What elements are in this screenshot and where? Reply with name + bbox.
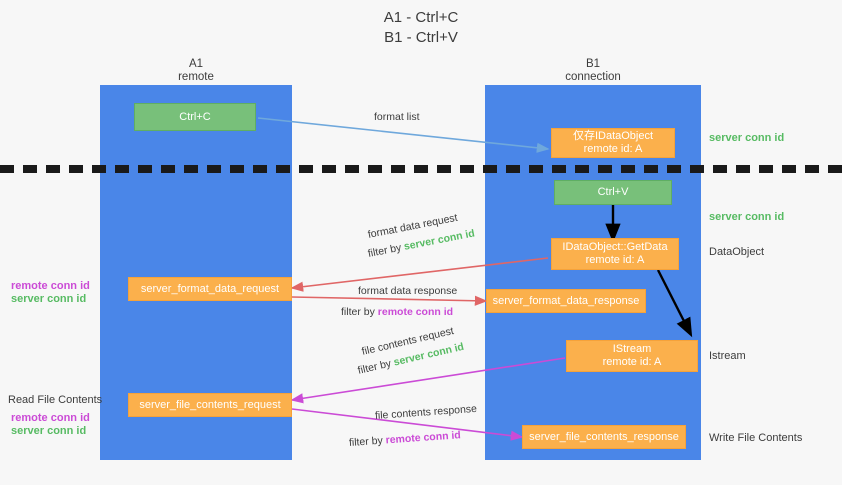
box-server-file-contents-request[interactable]: server_file_contents_request bbox=[128, 393, 292, 417]
caption-fdresp-filter-group: filter by remote conn id bbox=[341, 305, 453, 319]
caption-format-data-request-filter-group: filter by server conn id bbox=[367, 227, 477, 261]
box-ctrl-c-label: Ctrl+C bbox=[179, 110, 211, 123]
box-server-format-data-request[interactable]: server_format_data_request bbox=[128, 277, 292, 301]
caption-fdresp-filter-prefix: filter by bbox=[341, 306, 378, 318]
column-header-right: B1 connection bbox=[485, 58, 701, 84]
caption-file-contents-response-group: file contents response bbox=[375, 403, 478, 423]
box-server-file-contents-request-label: server_file_contents_request bbox=[139, 398, 281, 411]
label-istream: Istream bbox=[709, 350, 746, 362]
title-line-1: A1 - Ctrl+C bbox=[383, 9, 459, 26]
diagram-title: A1 - Ctrl+C B1 - Ctrl+V bbox=[0, 8, 842, 48]
caption-fdresp-filter-value: remote conn id bbox=[377, 306, 454, 318]
box-server-format-data-response[interactable]: server_format_data_response bbox=[486, 289, 646, 313]
box-istream-line2: remote id: A bbox=[602, 356, 662, 368]
box-istream[interactable]: IStream remote id: A bbox=[566, 340, 698, 372]
title-line-2: B1 - Ctrl+V bbox=[384, 29, 458, 46]
caption-fcresp-filter-group: filter by remote conn id bbox=[348, 429, 462, 450]
box-server-file-contents-response-label: server_file_contents_response bbox=[529, 430, 679, 443]
arrow-getdata-to-istream bbox=[656, 269, 693, 338]
arrow-format-data-request bbox=[290, 257, 549, 292]
box-ctrl-v-label: Ctrl+V bbox=[597, 186, 629, 198]
box-idataobject-line2: remote id: A bbox=[583, 143, 643, 155]
label-left-server-conn-id-2: server conn id bbox=[11, 425, 87, 437]
label-left-remote-conn-id-2: remote conn id bbox=[11, 412, 90, 424]
label-read-file-contents: Read File Contents bbox=[8, 394, 103, 406]
box-server-format-data-request-label: server_format_data_request bbox=[140, 282, 280, 295]
column-right-role: connection bbox=[565, 71, 621, 83]
box-ctrl-v[interactable]: Ctrl+V bbox=[554, 180, 672, 205]
label-write-file-contents: Write File Contents bbox=[709, 432, 803, 444]
arrow-format-list bbox=[257, 117, 550, 153]
caption-fcresp-filter-value: remote conn id bbox=[385, 429, 462, 447]
box-server-file-contents-response[interactable]: server_file_contents_response bbox=[522, 425, 686, 449]
box-idataobject[interactable]: 仅存IDataObject remote id: A bbox=[551, 128, 675, 158]
box-istream-line1: IStream bbox=[612, 343, 652, 355]
label-left-server-conn-id-1: server conn id bbox=[11, 293, 87, 305]
box-getdata-line2: remote id: A bbox=[585, 254, 645, 266]
label-server-conn-id-1: server conn id bbox=[709, 132, 785, 144]
arrow-file-contents-response bbox=[291, 408, 524, 441]
box-ctrl-c[interactable]: Ctrl+C bbox=[134, 103, 256, 131]
caption-format-data-response: format data response bbox=[358, 285, 458, 297]
caption-format-list: format list bbox=[374, 111, 420, 123]
column-left-role: remote bbox=[178, 71, 214, 83]
label-left-remote-conn-id-1: remote conn id bbox=[11, 280, 90, 292]
arrow-format-data-response bbox=[291, 295, 488, 306]
box-server-format-data-response-label: server_format_data_response bbox=[492, 294, 640, 307]
caption-fcresp-filter-prefix: filter by bbox=[348, 434, 387, 449]
box-idataobject-getdata[interactable]: IDataObject::GetData remote id: A bbox=[551, 238, 679, 270]
phase-divider bbox=[0, 165, 842, 173]
column-left-name: A1 bbox=[188, 58, 204, 70]
column-right-name: B1 bbox=[585, 58, 601, 70]
arrow-file-contents-request bbox=[290, 357, 566, 404]
box-idataobject-line1: 仅存IDataObject bbox=[572, 130, 654, 142]
label-dataobject: DataObject bbox=[709, 246, 765, 258]
caption-fcr-filter-group: filter by server conn id bbox=[357, 341, 467, 378]
box-getdata-line1: IDataObject::GetData bbox=[562, 241, 668, 253]
column-header-left: A1 remote bbox=[100, 58, 292, 84]
label-server-conn-id-2: server conn id bbox=[709, 211, 785, 223]
